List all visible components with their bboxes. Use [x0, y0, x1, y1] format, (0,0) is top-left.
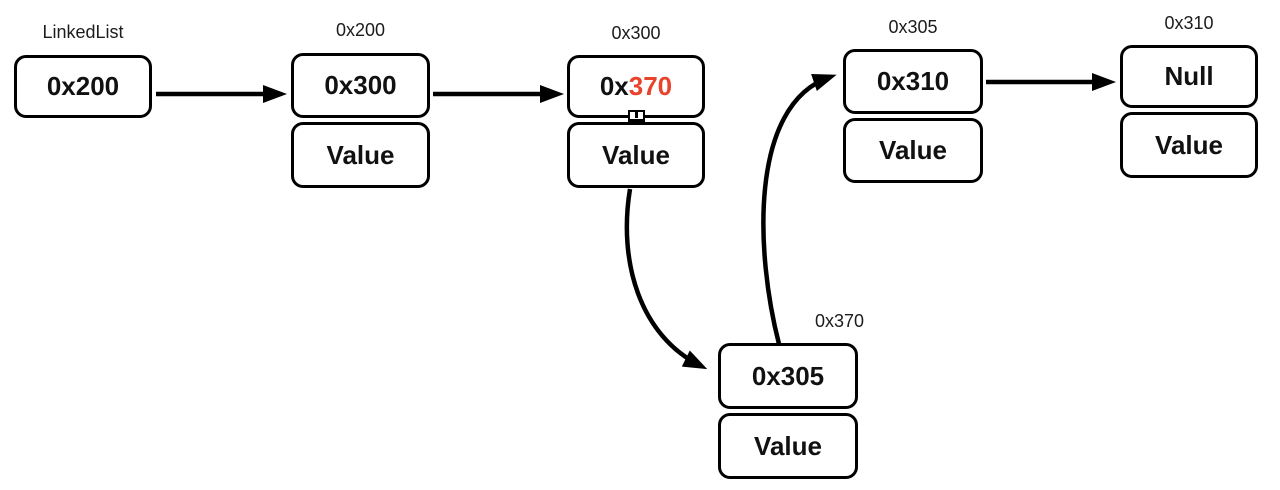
- head-pointer-box: 0x200: [14, 55, 152, 118]
- node-0x370-value-box: Value: [718, 413, 858, 479]
- node-0x370-label: 0x370: [814, 311, 864, 331]
- pointer-highlight: 370: [628, 71, 673, 101]
- node-0x305-pointer-box: 0x310: [843, 49, 983, 114]
- node-0x310-value-box: Value: [1120, 112, 1258, 178]
- node-0x200-label: 0x200: [335, 20, 386, 40]
- node-0x200-value-box: Value: [291, 122, 430, 188]
- node-0x305-label: 0x305: [888, 17, 938, 37]
- head-node-label: LinkedList: [42, 22, 124, 42]
- arrow-0x300-to-0x370-curved: [624, 188, 708, 370]
- node-0x305-value-box: Value: [843, 118, 983, 183]
- node-0x310-label: 0x310: [1164, 13, 1214, 33]
- missing-glyph-icon: [628, 110, 645, 122]
- arrow-0x370-to-0x305-curved: [761, 74, 837, 345]
- node-0x200-pointer-box: 0x300: [291, 53, 430, 118]
- node-0x370-pointer-box: 0x305: [718, 343, 858, 409]
- node-0x310-pointer-box: Null: [1120, 45, 1258, 108]
- pointer-prefix: 0x: [599, 71, 629, 101]
- node-0x300-label: 0x300: [611, 23, 661, 43]
- node-0x300-value-box: Value: [567, 122, 705, 188]
